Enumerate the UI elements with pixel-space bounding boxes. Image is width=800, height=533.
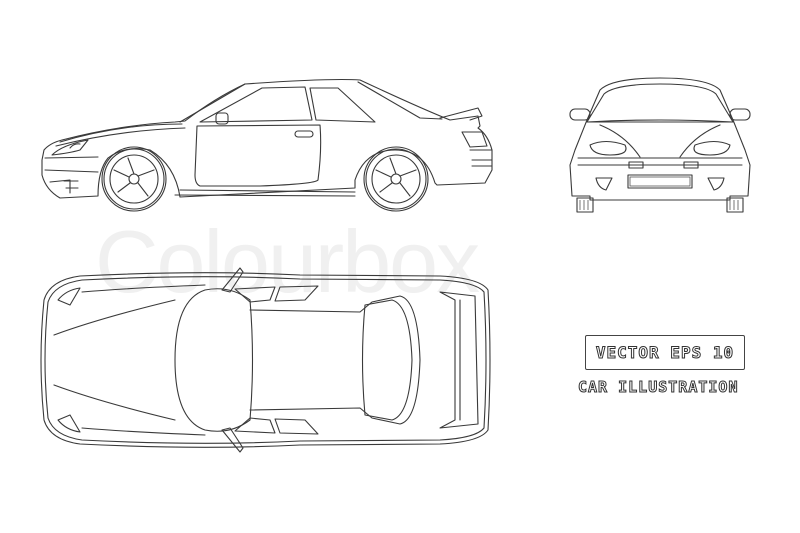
watermark: Colourbox xyxy=(95,212,480,311)
rear-wheel-icon xyxy=(363,146,429,212)
format-badge-text: VECTOR EPS 10 xyxy=(595,343,735,363)
format-badge: VECTOR EPS 10 xyxy=(585,335,745,370)
caption-text: CAR ILLUSTRATION xyxy=(578,378,739,397)
front-wheel-icon xyxy=(101,146,167,212)
